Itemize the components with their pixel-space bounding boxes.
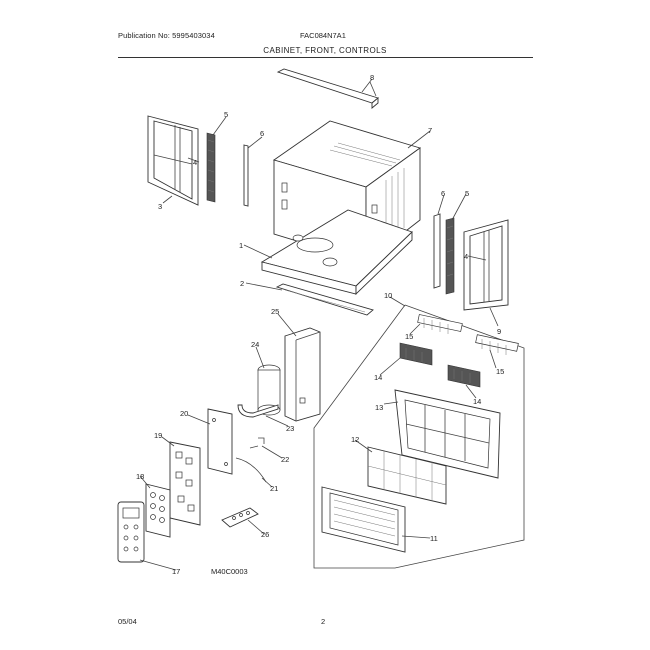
callout-label: 4 <box>193 158 197 167</box>
callout-label: 5 <box>465 189 469 198</box>
callout-label: 8 <box>370 73 374 82</box>
part-right-side-seal <box>433 213 441 289</box>
part-vane-left <box>399 342 433 366</box>
page-number: 2 <box>321 617 326 626</box>
part-front-panel <box>321 486 406 553</box>
part-right-side-curtain <box>463 219 509 311</box>
part-remote-control <box>221 507 259 528</box>
callout-label: 23 <box>286 424 294 433</box>
part-control-plate <box>207 408 233 475</box>
callout-label: 6 <box>260 129 264 138</box>
callout-labels: 8 5 4 6 7 3 6 5 1 4 2 9 10 15 25 15 24 1… <box>136 73 504 576</box>
callout-label: 7 <box>428 126 432 135</box>
callout-label: 6 <box>441 189 445 198</box>
callout-label: 11 <box>430 534 438 543</box>
part-louver-right <box>475 334 519 355</box>
part-left-foam-seal <box>206 132 216 203</box>
callout-label: 20 <box>180 409 188 418</box>
part-left-side-curtain <box>147 115 199 206</box>
callout-label: 1 <box>239 241 243 250</box>
publication-number: Publication No: 5995403034 <box>118 31 215 40</box>
callout-label: 15 <box>496 367 504 376</box>
drawing-code: M40C0003 <box>211 567 248 576</box>
callout-label: 17 <box>172 567 180 576</box>
part-wire-harness-22 <box>249 437 265 449</box>
callout-label: 26 <box>261 530 269 539</box>
callout-label: 13 <box>375 403 383 412</box>
part-capacitor-strap <box>237 404 279 418</box>
part-control-bracket <box>284 327 321 422</box>
section-title: CABINET, FRONT, CONTROLS <box>263 46 387 55</box>
part-control-overlay <box>117 501 145 563</box>
callout-label: 12 <box>351 435 359 444</box>
part-base-pan <box>260 209 413 296</box>
part-vane-right <box>447 364 481 388</box>
part-right-foam-seal <box>445 217 455 295</box>
part-control-board <box>169 441 201 526</box>
callout-label: 3 <box>158 202 162 211</box>
part-front-grille <box>394 389 501 479</box>
callout-label: 5 <box>224 110 228 119</box>
callout-label: 19 <box>154 431 162 440</box>
callout-label: 14 <box>473 397 481 406</box>
part-air-filter <box>367 446 447 505</box>
part-left-side-seal <box>243 144 249 207</box>
callout-leaders <box>139 78 499 571</box>
part-wire-harness-21 <box>235 457 267 483</box>
callout-label: 14 <box>374 373 382 382</box>
callout-label: 2 <box>240 279 244 288</box>
callout-label: 4 <box>464 252 468 261</box>
callout-label: 10 <box>384 291 392 300</box>
callout-label: 21 <box>270 484 278 493</box>
part-louver-left <box>417 314 463 334</box>
callout-label: 22 <box>281 455 289 464</box>
front-assembly-box <box>313 304 525 569</box>
part-bottom-rail <box>275 283 374 316</box>
part-keypad <box>145 483 171 538</box>
page-header: Publication No: 5995403034 FAC084N7A1 CA… <box>0 0 650 70</box>
part-top-rail <box>276 68 379 109</box>
footer-date: 05/04 <box>118 617 137 626</box>
header-rule <box>118 57 533 58</box>
callout-label: 15 <box>405 332 413 341</box>
callout-label: 9 <box>497 327 501 336</box>
model-number: FAC084N7A1 <box>300 31 346 40</box>
callout-label: 25 <box>271 307 279 316</box>
callout-label: 18 <box>136 472 144 481</box>
callout-label: 24 <box>251 340 259 349</box>
